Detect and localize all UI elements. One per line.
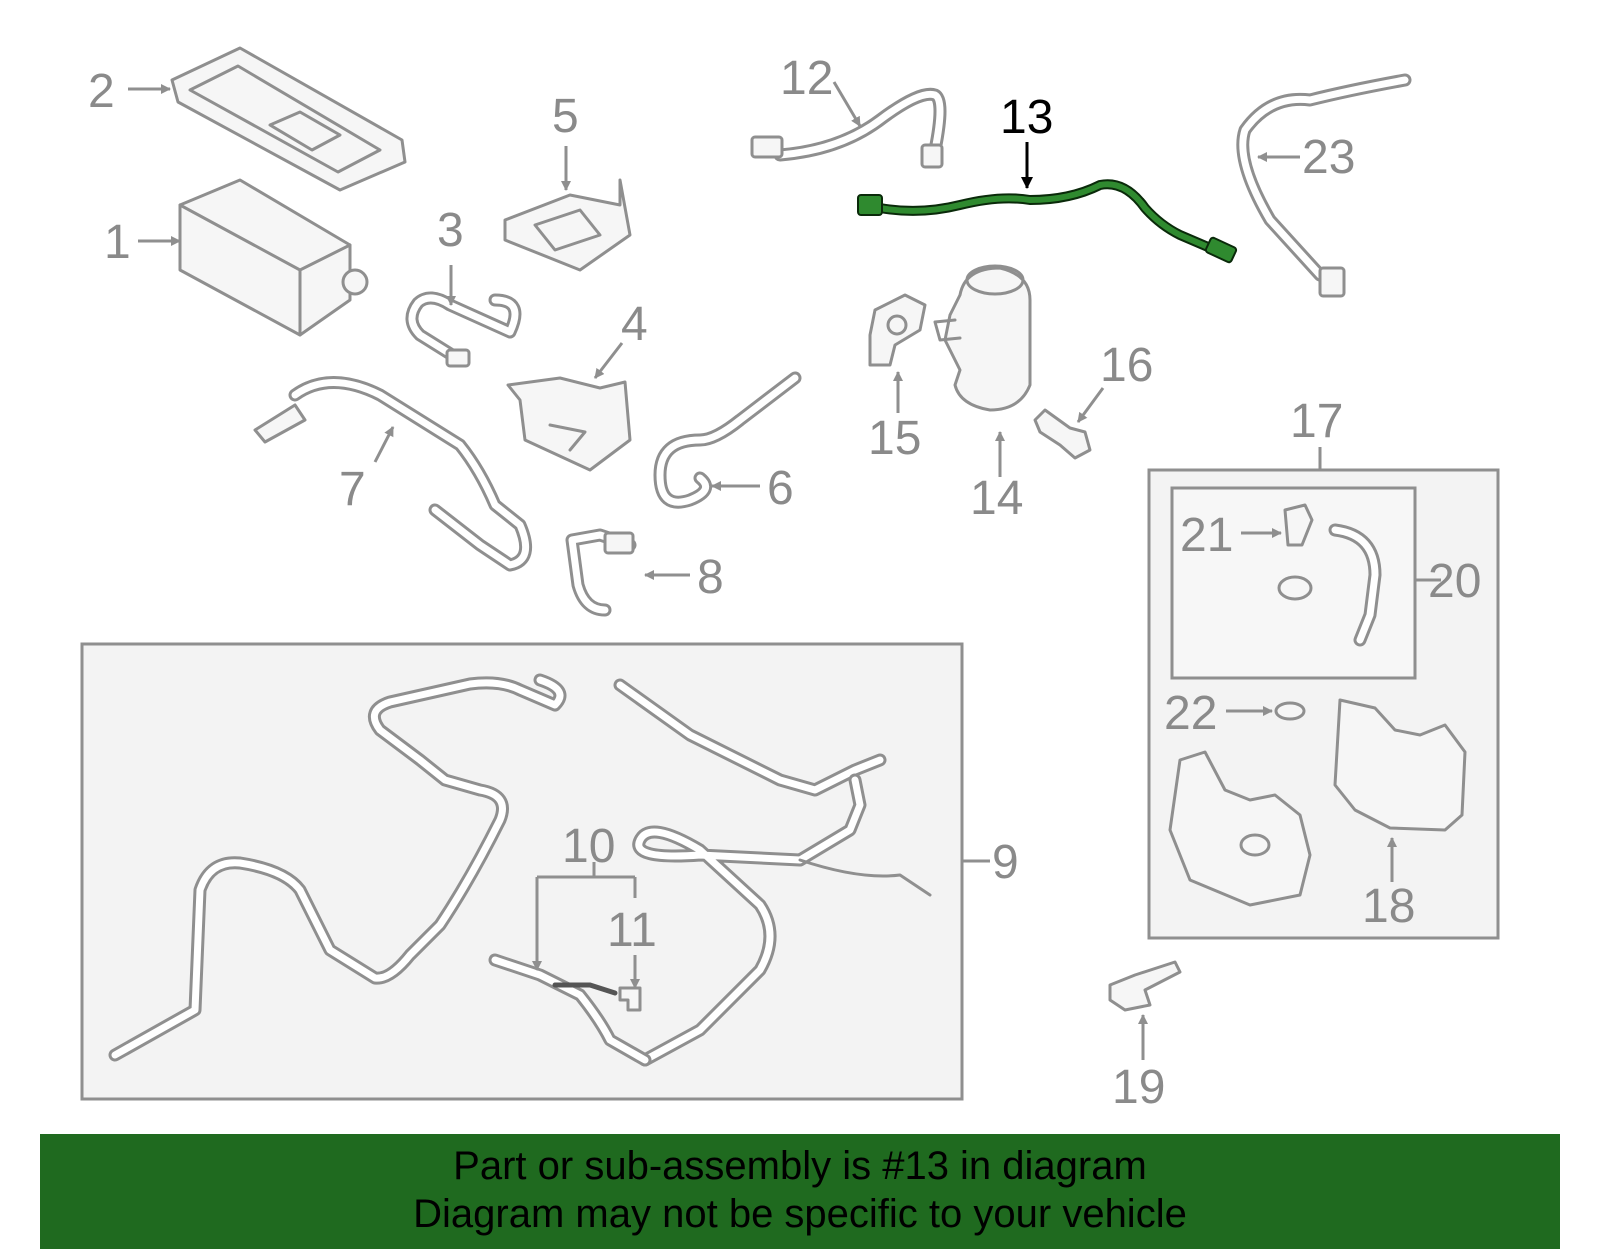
callout-1: 1 [104, 216, 131, 269]
part-6-hose [653, 371, 802, 509]
part-7-hose [253, 376, 533, 572]
part-18-gasket [1333, 698, 1467, 832]
callout-13: 13 [1000, 91, 1053, 144]
part-22-ring [1274, 701, 1306, 721]
part-5-bracket [503, 178, 632, 272]
callout-21: 21 [1180, 509, 1233, 562]
callout-10: 10 [562, 820, 615, 873]
part-19-bolt [1108, 960, 1182, 1012]
part-9-hose-assembly [108, 673, 932, 1067]
callout-9: 9 [992, 836, 1019, 889]
part-15-gasket [868, 293, 927, 367]
group-box-9 [80, 642, 964, 1101]
callout-22: 22 [1164, 687, 1217, 740]
part-2-shield [170, 46, 407, 192]
banner-line-2: Diagram may not be specific to your vehi… [413, 1192, 1187, 1236]
callout-14: 14 [970, 472, 1023, 525]
callout-3: 3 [437, 204, 464, 257]
part-8-hose [565, 528, 637, 617]
callout-11: 11 [607, 904, 657, 957]
callout-16: 16 [1100, 339, 1153, 392]
part-12-sensor [750, 87, 947, 169]
part-23-tube [1236, 73, 1412, 298]
part-1-canister [178, 178, 369, 337]
part-14-valve [933, 264, 1032, 412]
callout-23: 23 [1302, 131, 1355, 184]
callout-19: 19 [1112, 1061, 1165, 1114]
callout-20: 20 [1428, 555, 1481, 608]
part-17-cover [1168, 750, 1312, 907]
part-13-highlighted-sensor [857, 179, 1238, 264]
banner-line-1: Part or sub-assembly is #13 in diagram [453, 1144, 1147, 1188]
part-4-bracket [506, 376, 632, 472]
part-21-connector [1277, 503, 1382, 647]
part-16-bolt [1033, 408, 1092, 460]
callout-8: 8 [697, 551, 724, 604]
callout-18: 18 [1362, 880, 1415, 933]
callout-7: 7 [339, 463, 366, 516]
callout-2: 2 [88, 65, 115, 118]
part-3-hose [405, 291, 522, 368]
info-banner: Part or sub-assembly is #13 in diagram D… [40, 1134, 1560, 1249]
callout-4: 4 [621, 298, 648, 351]
callout-17: 17 [1290, 395, 1343, 448]
callout-5: 5 [552, 90, 579, 143]
callout-6: 6 [767, 462, 794, 515]
part-10-hose [488, 953, 652, 1067]
callout-15: 15 [868, 412, 921, 465]
callout-12: 12 [780, 52, 833, 105]
